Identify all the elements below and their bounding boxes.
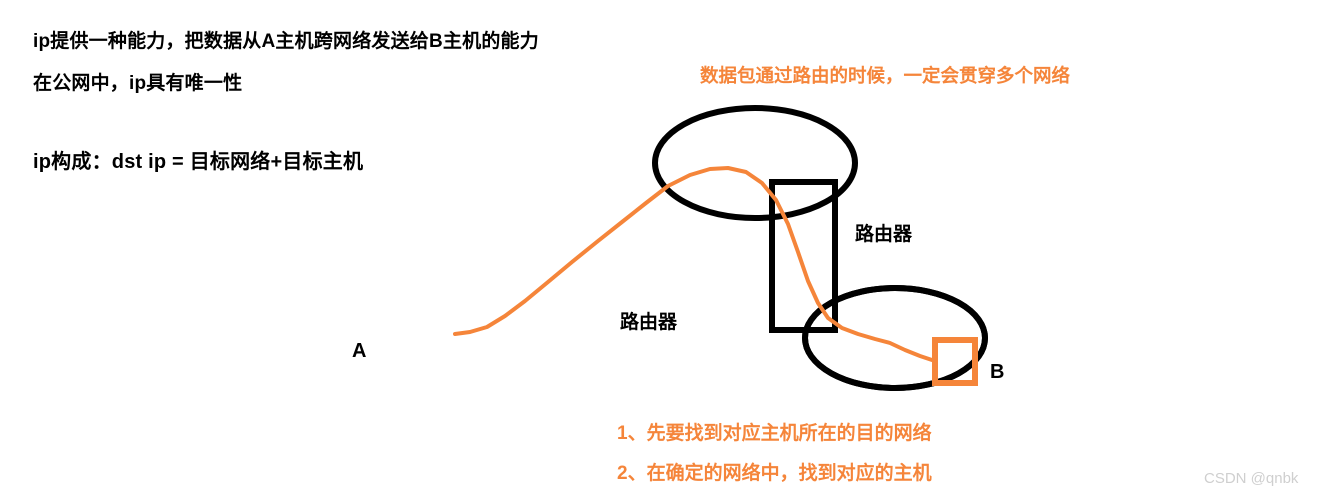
network-ellipses <box>652 105 988 391</box>
annotation-step-1: 1、先要找到对应主机所在的目的网络 <box>617 423 932 444</box>
header-line-3: ip构成：dst ip = 目标网络+目标主机 <box>33 151 364 173</box>
annotation-step-2: 2、在确定的网络中，找到对应的主机 <box>617 463 932 484</box>
header-line-1: ip提供一种能力，把数据从A主机跨网络发送给B主机的能力 <box>33 31 539 52</box>
packet-route-path <box>453 166 934 362</box>
csdn-watermark: CSDN @qnbk <box>1204 470 1299 487</box>
host-squares <box>932 337 978 386</box>
annotation-top-note: 数据包通过路由的时候，一定会贯穿多个网络 <box>700 65 1071 86</box>
network-ellipse-right <box>802 285 988 391</box>
router-label-left: 路由器 <box>620 312 678 333</box>
router-rect-right <box>769 179 838 333</box>
header-line-2: 在公网中，ip具有唯一性 <box>33 73 243 94</box>
host-label-a: A <box>352 340 367 362</box>
router-label-right: 路由器 <box>855 224 913 245</box>
host-label-b: B <box>990 361 1005 383</box>
network-ellipse-left <box>652 105 858 221</box>
host-b-square <box>932 337 978 386</box>
router-rectangles <box>769 179 838 333</box>
